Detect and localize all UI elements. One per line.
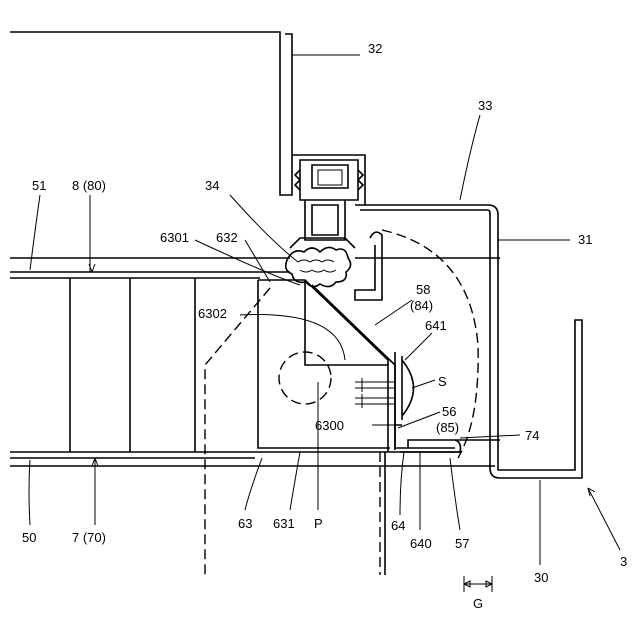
- label-31: 31: [578, 232, 592, 247]
- label-30: 30: [534, 570, 548, 585]
- label-34: 34: [205, 178, 219, 193]
- label-7-70: 7 (70): [72, 530, 106, 545]
- label-8-80: 8 (80): [72, 178, 106, 193]
- label-631: 631: [273, 516, 295, 531]
- label-63: 63: [238, 516, 252, 531]
- leader-lines: [29, 55, 620, 565]
- label-50: 50: [22, 530, 36, 545]
- outer-frame-33: [355, 205, 582, 478]
- label-641: 641: [425, 318, 447, 333]
- label-56: 56: [442, 404, 456, 419]
- label-6301: 6301: [160, 230, 189, 245]
- label-p: P: [314, 516, 323, 531]
- label-57: 57: [455, 536, 469, 551]
- label-51: 51: [32, 178, 46, 193]
- label-632: 632: [216, 230, 238, 245]
- label-84: (84): [410, 298, 433, 313]
- label-640: 640: [410, 536, 432, 551]
- label-s: S: [438, 374, 447, 389]
- label-6300: 6300: [315, 418, 344, 433]
- frame-member-32: [10, 32, 292, 195]
- label-85: (85): [436, 420, 459, 435]
- inner-wall: [355, 232, 382, 300]
- label-g: G: [473, 596, 483, 611]
- gap-indicator-g: [464, 576, 492, 592]
- label-3: 3: [620, 554, 627, 569]
- label-33: 33: [478, 98, 492, 113]
- label-64: 64: [391, 518, 405, 533]
- label-6302: 6302: [198, 306, 227, 321]
- label-32: 32: [368, 41, 382, 56]
- label-74: 74: [525, 428, 539, 443]
- spacer-blocks: [70, 278, 195, 452]
- screw-s: [355, 352, 414, 425]
- label-58: 58: [416, 282, 430, 297]
- seal-housing: [290, 155, 365, 248]
